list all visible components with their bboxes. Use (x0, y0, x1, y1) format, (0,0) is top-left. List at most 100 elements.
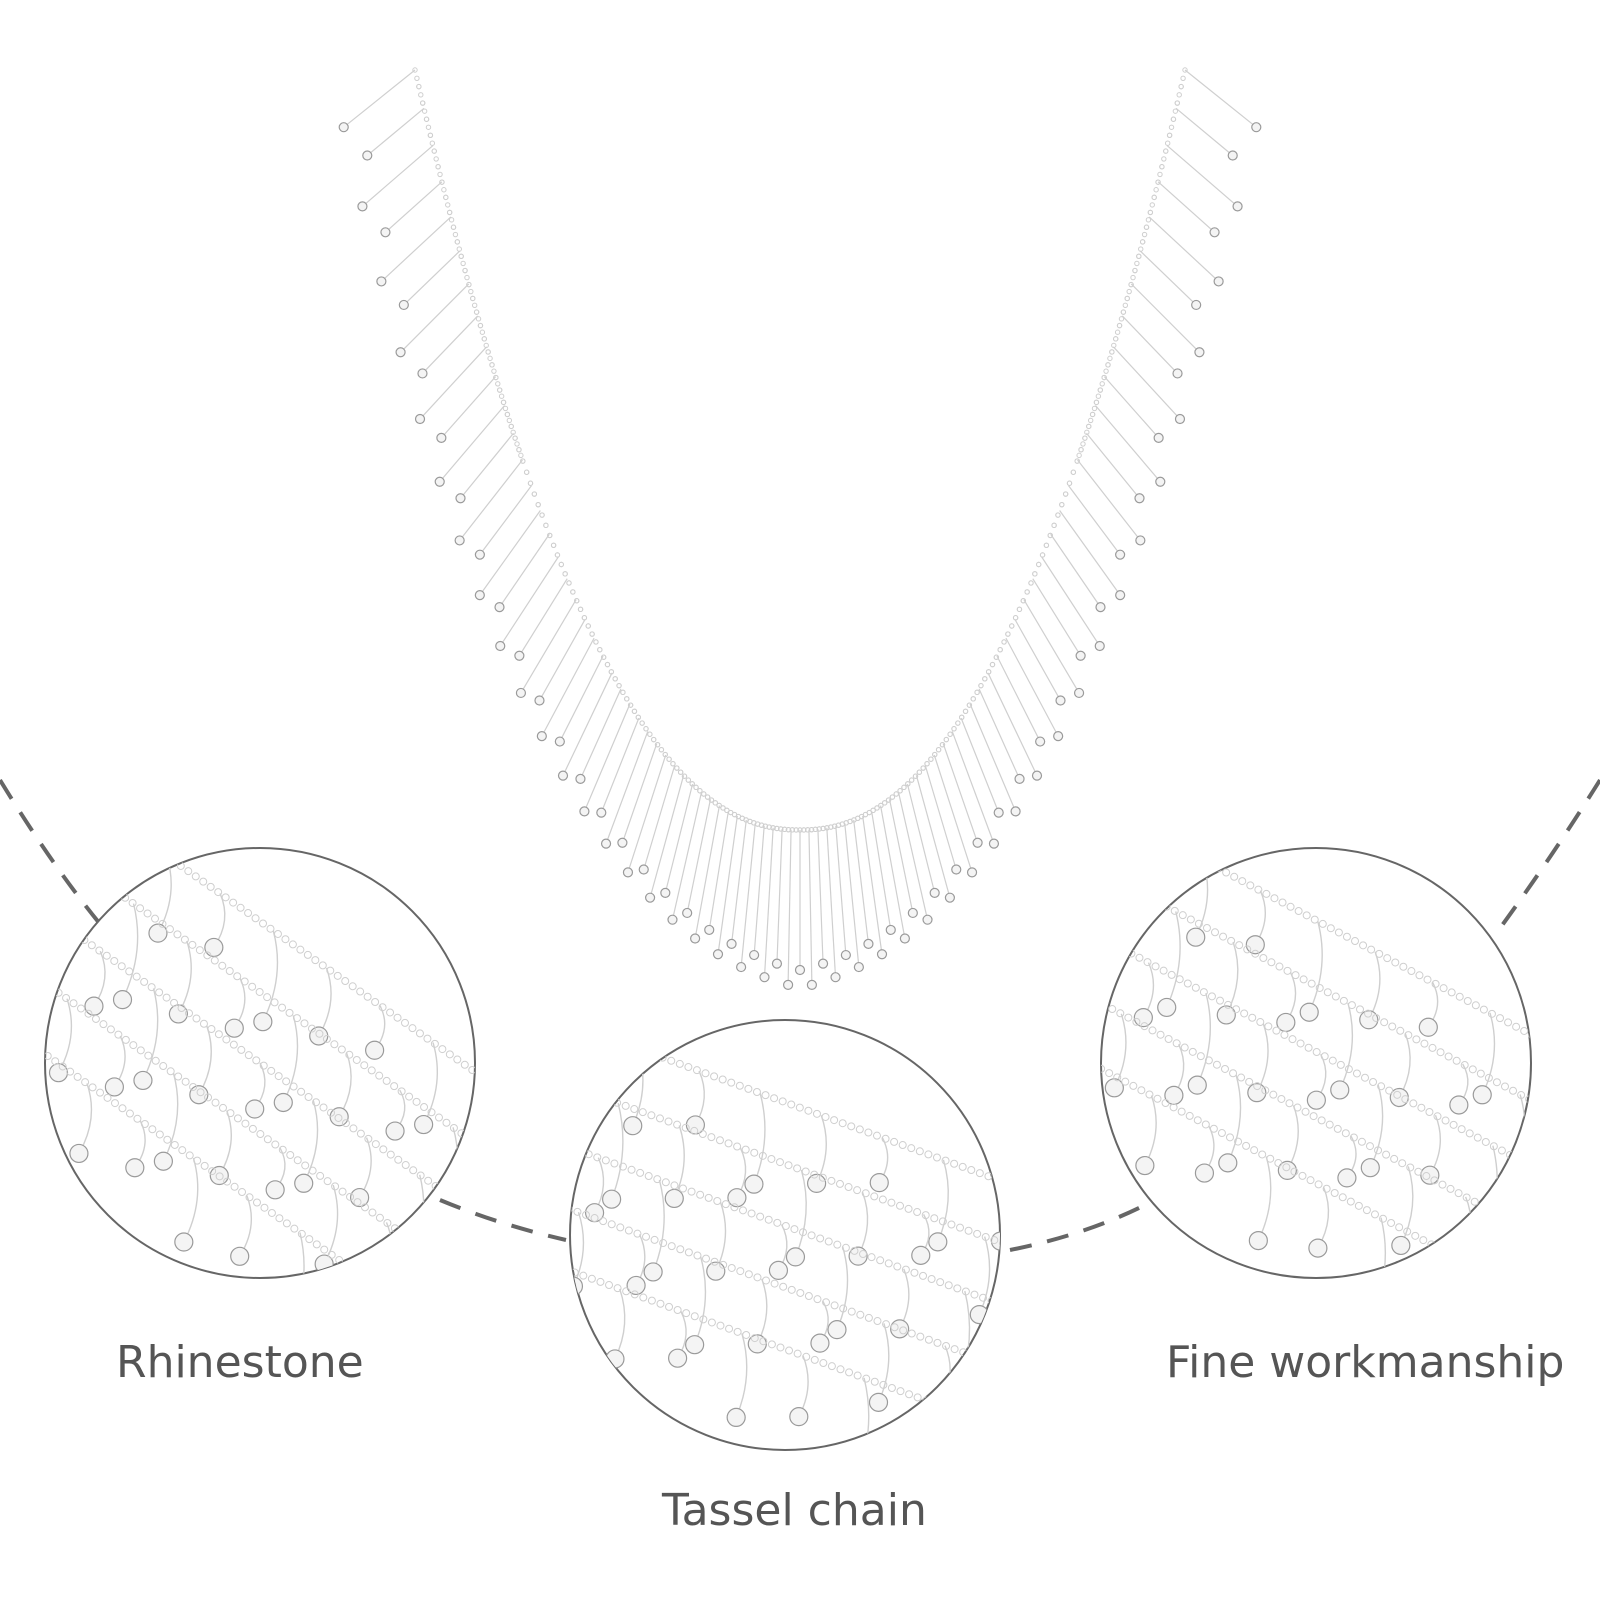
rhinestone (395, 347, 406, 358)
chain-link (1020, 598, 1026, 604)
rhinestone (474, 549, 485, 560)
chain-link (1325, 1120, 1334, 1129)
chain-link (681, 1123, 690, 1132)
chain-link (333, 971, 342, 980)
chain-link (169, 856, 178, 865)
chain-link (910, 1268, 919, 1277)
rhinestone (690, 933, 701, 944)
chain-link (724, 807, 730, 814)
chain-link (850, 1246, 859, 1255)
chain-link (421, 108, 428, 114)
chain-link (587, 1274, 596, 1283)
chain-link (409, 1166, 418, 1175)
chain-link (345, 1050, 354, 1059)
chain-link (627, 1165, 636, 1174)
chain-link (1457, 1125, 1466, 1134)
chain-link (1463, 997, 1472, 1006)
chain-link (805, 827, 811, 833)
rhinestone (557, 770, 569, 781)
chain-link (867, 1253, 876, 1262)
chain-link (696, 1190, 705, 1199)
chain-link (930, 1399, 939, 1408)
chain-link (882, 800, 888, 806)
rhinestone (931, 1391, 951, 1412)
chain-link (1177, 1107, 1186, 1116)
rhinestone (966, 867, 978, 878)
chain-link (1318, 919, 1327, 928)
chain-link (804, 1106, 813, 1115)
chain-link (423, 116, 430, 122)
rhinestone (294, 1173, 314, 1193)
chain-link (508, 423, 514, 430)
chain-link (1243, 945, 1252, 954)
chain-link (460, 1060, 469, 1069)
chain-link (1415, 971, 1424, 980)
rhinestone (168, 1004, 189, 1024)
chain-link (901, 784, 907, 791)
chain-link (208, 1167, 217, 1176)
chain-link (434, 1113, 443, 1122)
chain-link (750, 1334, 759, 1343)
chain-link (229, 1040, 238, 1049)
chain-link (1219, 932, 1228, 941)
tassel-strand (924, 765, 957, 870)
tassel-strand (1141, 848, 1152, 871)
chain-link (647, 1296, 656, 1305)
rhinestone (414, 1114, 434, 1135)
chain-link (1339, 996, 1348, 1005)
chain-link (1116, 1009, 1125, 1018)
chain-link (950, 1345, 959, 1354)
rhinestone (494, 602, 505, 613)
chain-link (1222, 868, 1231, 877)
chain-link (810, 1170, 819, 1179)
chain-link (784, 1161, 793, 1170)
chain-link (303, 950, 312, 959)
chain-link (643, 726, 649, 732)
chain-link (1116, 322, 1123, 329)
chain-link (1334, 928, 1343, 937)
chain-link (87, 941, 96, 950)
chain-link (460, 260, 466, 267)
chain-link (1005, 631, 1011, 637)
chain-link (373, 1283, 380, 1290)
chain-link (919, 1271, 928, 1280)
rhinestone (63, 915, 84, 935)
rhinestone (1299, 1002, 1319, 1022)
rhinestone (273, 1092, 293, 1113)
rhinestone (806, 979, 817, 991)
tassel-strand (579, 688, 622, 780)
chain-link (1500, 1082, 1509, 1091)
chain-link (229, 898, 238, 907)
tassel-strand (1371, 1217, 1387, 1278)
chain-link (200, 1161, 209, 1170)
chain-link (1118, 316, 1125, 322)
rhinestone (736, 961, 747, 973)
tassel-strand (1308, 921, 1323, 1013)
chain-link (951, 726, 957, 732)
rhinestone (988, 838, 1000, 849)
rhinestone (570, 1276, 584, 1296)
chain-link (585, 623, 591, 629)
rhinestone (579, 806, 590, 817)
chain-link (870, 807, 876, 814)
rhinestone (1194, 347, 1205, 358)
rhinestone (817, 958, 829, 969)
tassel-strand (532, 1135, 542, 1213)
chain-link (1178, 83, 1184, 90)
tassel-strand (479, 510, 541, 596)
chain-link (1207, 992, 1216, 1001)
rhinestone (543, 1351, 561, 1369)
chain-link (943, 736, 949, 743)
chain-link (464, 274, 470, 281)
chain-link (930, 1214, 939, 1223)
chain-link (546, 1260, 553, 1267)
rhinestone (1450, 1243, 1470, 1263)
chain-link (357, 1271, 366, 1278)
chain-link (181, 1077, 190, 1086)
chain-link (1230, 872, 1239, 881)
connector-left-top (0, 778, 107, 932)
rhinestone (1245, 935, 1265, 955)
rhinestone (534, 695, 545, 706)
rhinestone (153, 1151, 173, 1171)
chain-link (893, 1262, 902, 1271)
